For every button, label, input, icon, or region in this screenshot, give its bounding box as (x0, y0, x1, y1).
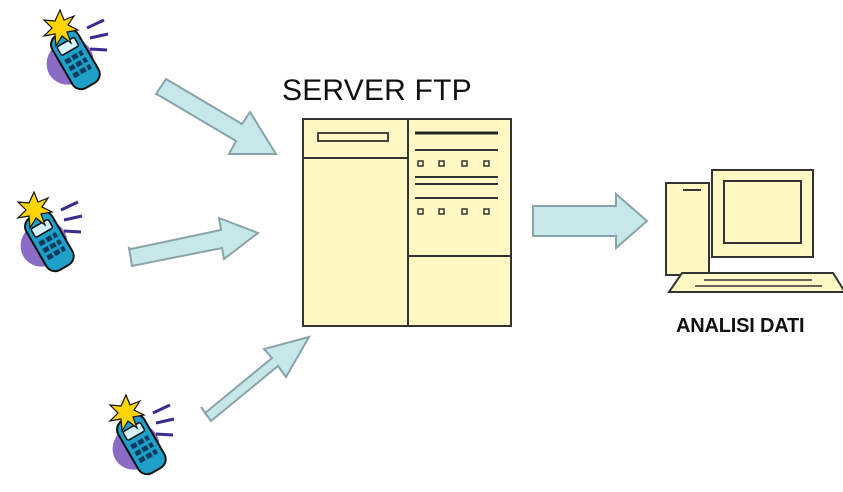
server-ftp-label: SERVER FTP (282, 74, 472, 107)
flow-arrow-right (532, 191, 649, 251)
flow-arrow-middle (127, 216, 261, 268)
mobile-phone-icon-bottom (102, 393, 176, 481)
flow-arrow-top (154, 77, 278, 155)
mobile-phone-icon-top (36, 8, 110, 96)
flow-arrow-bottom (200, 335, 312, 423)
analysis-label: ANALISI DATI (676, 315, 805, 337)
server-cabinet-icon (302, 118, 512, 327)
desktop-computer-icon (665, 169, 843, 293)
mobile-phone-icon-middle (10, 190, 84, 278)
